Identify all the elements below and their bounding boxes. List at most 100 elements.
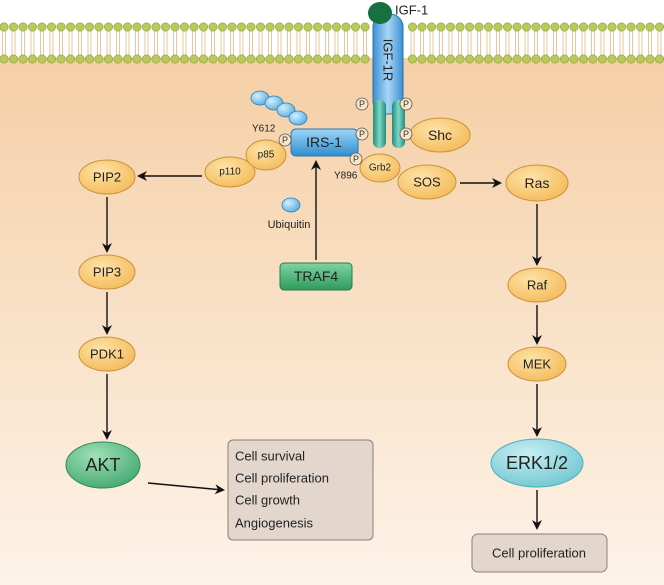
lipid-head bbox=[218, 54, 228, 64]
lipid-head bbox=[284, 22, 294, 32]
svg-text:P: P bbox=[353, 154, 359, 164]
phospho-receptor-left-bottom: P bbox=[355, 127, 369, 141]
lipid-head bbox=[46, 54, 56, 64]
lipid-head bbox=[189, 54, 199, 64]
lipid-head bbox=[265, 54, 275, 64]
lipid-head bbox=[199, 22, 209, 32]
lipid-head bbox=[284, 54, 294, 64]
lipid-head bbox=[493, 22, 503, 32]
lipid-head bbox=[474, 54, 484, 64]
phospho-receptor-right-top: P bbox=[399, 97, 413, 111]
pdk1-node: PDK1 bbox=[78, 336, 136, 372]
lipid-head bbox=[645, 22, 655, 32]
lipid-head bbox=[322, 22, 332, 32]
akt-outcome-0: Cell survival bbox=[235, 449, 305, 464]
lipid-head bbox=[94, 54, 104, 64]
akt-outcome-1: Cell proliferation bbox=[235, 471, 329, 486]
pdk1-label: PDK1 bbox=[90, 347, 124, 362]
lipid-head bbox=[0, 54, 9, 64]
igf1r-label: IGF-1R bbox=[381, 39, 396, 82]
lipid-head bbox=[597, 22, 607, 32]
lipid-head bbox=[27, 22, 37, 32]
irs1-label: IRS-1 bbox=[306, 134, 342, 150]
lipid-head bbox=[512, 54, 522, 64]
akt-outcomes-box: Cell survival Cell proliferation Cell gr… bbox=[227, 439, 374, 541]
lipid-head bbox=[654, 22, 664, 32]
lipid-head bbox=[483, 22, 493, 32]
svg-text:P: P bbox=[403, 99, 409, 109]
lipid-head bbox=[75, 54, 85, 64]
lipid-head bbox=[9, 22, 18, 32]
grb2-label: Grb2 bbox=[369, 163, 392, 174]
lipid-head bbox=[227, 54, 237, 64]
arrow-akt-to-outcomes bbox=[147, 482, 225, 495]
lipid-head bbox=[607, 54, 617, 64]
lipid-head bbox=[142, 54, 152, 64]
lipid-head bbox=[502, 54, 512, 64]
lipid-head bbox=[550, 54, 560, 64]
ras-node: Ras bbox=[505, 164, 569, 202]
lipid-head bbox=[331, 54, 341, 64]
lipid-head bbox=[274, 22, 284, 32]
lipid-head bbox=[27, 54, 37, 64]
akt-outcome-3: Angiogenesis bbox=[235, 516, 314, 531]
phospho-sites: P P P P P P bbox=[278, 97, 413, 166]
lipid-head bbox=[559, 22, 569, 32]
pip2-label: PIP2 bbox=[93, 170, 121, 185]
lipid-head bbox=[66, 22, 76, 32]
ras-label: Ras bbox=[525, 175, 550, 191]
lipid-head bbox=[113, 22, 123, 32]
cell-membrane bbox=[0, 22, 664, 64]
lipid-head bbox=[151, 54, 161, 64]
lipid-head bbox=[502, 22, 512, 32]
lipid-head bbox=[626, 22, 636, 32]
lipid-head bbox=[9, 54, 18, 64]
lipid-head bbox=[569, 54, 579, 64]
lipid-head bbox=[46, 22, 56, 32]
lipid-head bbox=[407, 22, 417, 32]
lipid-head bbox=[18, 22, 28, 32]
traf4-label: TRAF4 bbox=[294, 268, 339, 284]
lipid-head bbox=[341, 54, 351, 64]
lipid-head bbox=[161, 22, 171, 32]
lipid-head bbox=[208, 54, 218, 64]
lipid-head bbox=[75, 22, 85, 32]
raf-node: Raf bbox=[507, 267, 567, 303]
lipid-head bbox=[303, 54, 313, 64]
sos-node: SOS bbox=[397, 164, 457, 200]
lipid-head bbox=[218, 22, 228, 32]
lipid-head bbox=[170, 54, 180, 64]
lipid-head bbox=[123, 22, 133, 32]
erk-node: ERK1/2 bbox=[490, 438, 584, 488]
erk-outcome-box: Cell proliferation bbox=[471, 533, 608, 573]
ubiquitin-free: Ubiquitin bbox=[268, 197, 311, 231]
lipid-head bbox=[436, 54, 446, 64]
lipid-head bbox=[56, 22, 66, 32]
p110-node: p110 bbox=[204, 156, 256, 188]
mek-node: MEK bbox=[507, 346, 567, 382]
lipid-head bbox=[37, 54, 47, 64]
lipid-head bbox=[407, 54, 417, 64]
lipid-head bbox=[66, 54, 76, 64]
pip2-node: PIP2 bbox=[78, 159, 136, 195]
lipid-head bbox=[512, 22, 522, 32]
lipid-head bbox=[293, 22, 303, 32]
lipid-head bbox=[360, 54, 370, 64]
akt-outcome-2: Cell growth bbox=[235, 493, 300, 508]
lipid-head bbox=[540, 54, 550, 64]
phospho-y896: P bbox=[349, 152, 363, 166]
lipid-head bbox=[331, 22, 341, 32]
ubiquitin-label: Ubiquitin bbox=[268, 219, 311, 231]
lipid-head bbox=[483, 54, 493, 64]
lipid-head bbox=[132, 22, 142, 32]
erk-label: ERK1/2 bbox=[506, 453, 568, 473]
lipid-head bbox=[569, 22, 579, 32]
lipid-head bbox=[417, 22, 427, 32]
svg-text:P: P bbox=[359, 99, 365, 109]
lipid-head bbox=[293, 54, 303, 64]
lipid-head bbox=[350, 22, 360, 32]
lipid-head bbox=[322, 54, 332, 64]
lipid-head bbox=[578, 54, 588, 64]
phospho-y612: P bbox=[278, 133, 292, 147]
lipid-head bbox=[274, 54, 284, 64]
